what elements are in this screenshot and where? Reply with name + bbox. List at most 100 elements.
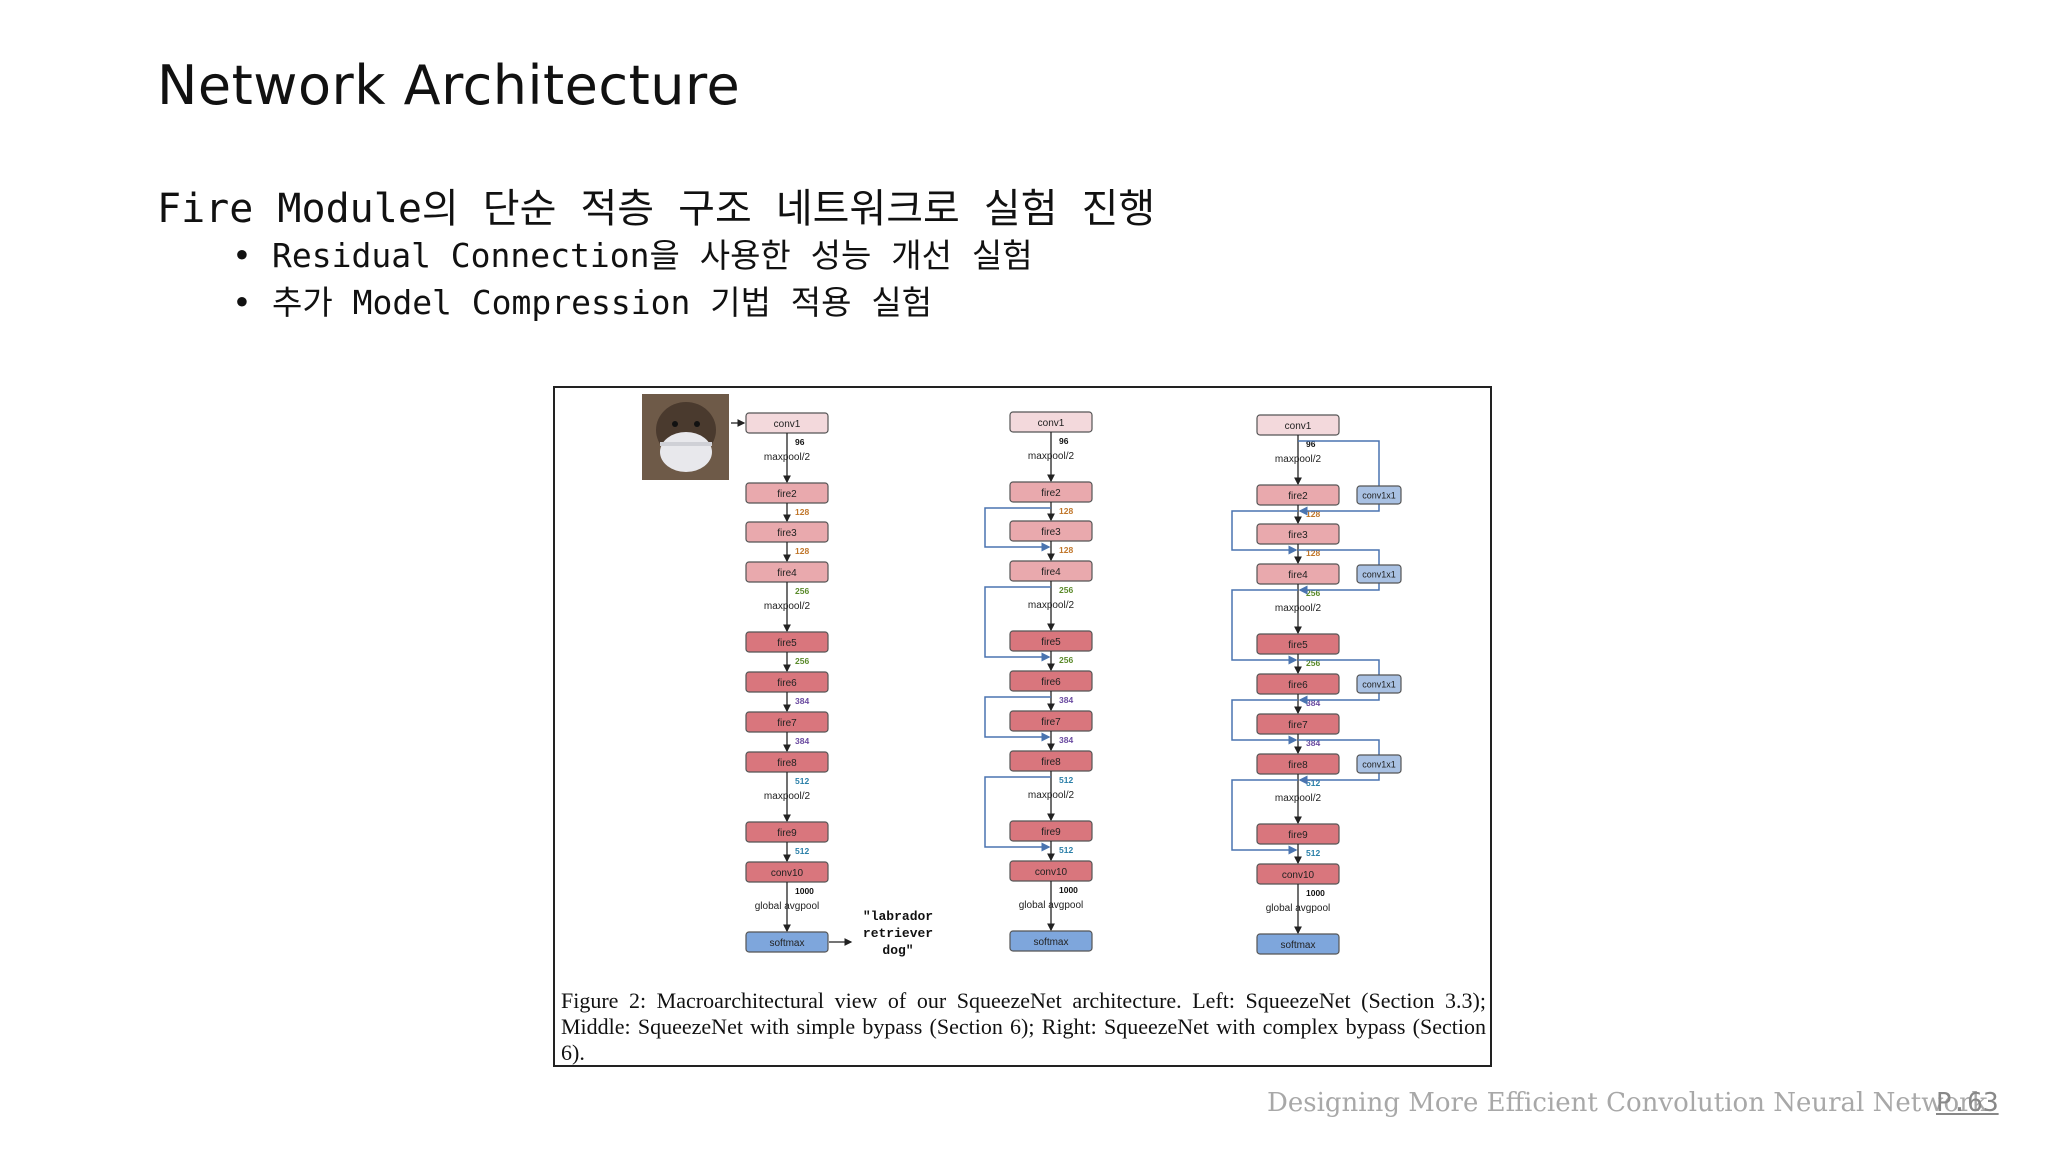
pool-label: global avgpool (1019, 900, 1084, 911)
bypass-line (984, 776, 1051, 852)
slide-title: Network Architecture (157, 54, 741, 117)
page-number: P.63 (1936, 1088, 1999, 1118)
layer-label: fire6 (777, 678, 797, 689)
bypass-line (1231, 510, 1298, 555)
layer-label: fire2 (1288, 491, 1308, 502)
layer-label: fire3 (777, 528, 797, 539)
bypass-line (1298, 739, 1380, 755)
layer-label: fire5 (1041, 637, 1061, 648)
pool-label: maxpool/2 (1275, 793, 1322, 804)
layer-label: fire5 (777, 638, 797, 649)
architecture-diagram: conv1 96 maxpool/2 fire2 128 fire3 128 fire4 256… (731, 411, 1402, 958)
conv1x1-label: conv1x1 (1362, 760, 1396, 770)
layer-label: fire9 (1288, 830, 1308, 841)
channel-count: 384 (1059, 735, 1073, 745)
pool-label: global avgpool (1266, 903, 1331, 914)
figure-caption: Figure 2: Macroarchitectural view of our… (561, 988, 1486, 1065)
bullet-list: •Residual Connection을 사용한 성능 개선 실험 • 추가 M… (232, 232, 1033, 326)
channel-count: 1000 (795, 886, 814, 896)
layer-box (1009, 930, 1093, 952)
layer-label: softmax (1033, 937, 1068, 948)
footer-text: Designing More Efficient Convolution Neu… (1267, 1088, 1988, 1118)
conv1x1-box (1356, 754, 1402, 774)
pool-label: maxpool/2 (1028, 600, 1075, 611)
bullet-text: 추가 Model Compression 기법 적용 실험 (272, 283, 933, 322)
layer-label: fire3 (1288, 530, 1308, 541)
layer-label: fire4 (1288, 570, 1308, 581)
bypass-line (1298, 549, 1380, 565)
channel-count: 384 (1059, 695, 1073, 705)
conv1x1-label: conv1x1 (1362, 491, 1396, 501)
bullet-item: • 추가 Model Compression 기법 적용 실험 (232, 279, 1033, 326)
layer-label: fire8 (1041, 757, 1061, 768)
bypass-line (1298, 659, 1380, 675)
figure-box: conv1 96 maxpool/2 fire2 128 fire3 128 fire4 256… (553, 386, 1492, 1067)
layer-label: fire4 (777, 568, 797, 579)
bypass-line (1231, 699, 1298, 745)
bypass-line (1231, 589, 1298, 665)
bullet-dot: • (232, 236, 252, 275)
pool-label: global avgpool (755, 901, 820, 912)
channel-count: 512 (795, 846, 809, 856)
channel-count: 256 (795, 656, 809, 666)
channel-count: 128 (795, 507, 809, 517)
channel-count: 256 (1306, 588, 1320, 598)
layer-label: softmax (769, 938, 804, 949)
bypass-line (1298, 583, 1380, 595)
bullet-dot: • (232, 283, 252, 322)
pool-label: maxpool/2 (1028, 790, 1075, 801)
layer-label: fire9 (1041, 827, 1061, 838)
conv1x1-box (1356, 485, 1402, 505)
bypass-line (1298, 693, 1380, 705)
conv1x1-label: conv1x1 (1362, 570, 1396, 580)
bypass-line (984, 586, 1051, 662)
pool-label: maxpool/2 (1275, 454, 1322, 465)
layer-label: fire3 (1041, 527, 1061, 538)
channel-count: 384 (1306, 738, 1320, 748)
conv1x1-box (1356, 674, 1402, 694)
prediction-label: dog" (882, 943, 913, 958)
layer-box (1256, 933, 1340, 955)
layer-box (745, 931, 829, 953)
layer-label: fire9 (777, 828, 797, 839)
channel-count: 128 (1306, 548, 1320, 558)
layer-label: conv10 (1282, 870, 1315, 881)
channel-count: 256 (1059, 655, 1073, 665)
layer-label: fire7 (1288, 720, 1308, 731)
pool-label: maxpool/2 (1275, 603, 1322, 614)
channel-count: 512 (1059, 775, 1073, 785)
layer-label: softmax (1280, 940, 1315, 951)
channel-count: 256 (795, 586, 809, 596)
slide-subtitle: Fire Module의 단순 적층 구조 네트워크로 실험 진행 (157, 186, 1156, 232)
bypass-line (984, 507, 1051, 552)
layer-label: fire8 (1288, 760, 1308, 771)
bypass-line (1298, 773, 1380, 785)
layer-label: conv10 (1035, 867, 1068, 878)
channel-count: 384 (795, 736, 809, 746)
layer-label: conv1 (1038, 418, 1065, 429)
bypass-line (1231, 779, 1298, 855)
layer-label: fire8 (777, 758, 797, 769)
channel-count: 128 (795, 546, 809, 556)
pool-label: maxpool/2 (764, 452, 811, 463)
layer-label: fire4 (1041, 567, 1061, 578)
layer-label: fire7 (1041, 717, 1061, 728)
channel-count: 256 (1306, 658, 1320, 668)
conv1x1-box (1356, 564, 1402, 584)
channel-count: 256 (1059, 585, 1073, 595)
layer-label: fire6 (1288, 680, 1308, 691)
channel-count: 96 (1306, 439, 1316, 449)
bullet-item: •Residual Connection을 사용한 성능 개선 실험 (232, 232, 1033, 279)
layer-label: fire2 (777, 489, 797, 500)
channel-count: 128 (1059, 545, 1073, 555)
layer-label: conv10 (771, 868, 804, 879)
layer-label: fire7 (777, 718, 797, 729)
channel-count: 96 (1059, 436, 1069, 446)
channel-count: 128 (1059, 506, 1073, 516)
bypass-line (1298, 440, 1380, 486)
channel-count: 512 (795, 776, 809, 786)
channel-count: 384 (1306, 698, 1320, 708)
pool-label: maxpool/2 (1028, 451, 1075, 462)
prediction-label: retriever (863, 926, 933, 941)
layer-label: fire5 (1288, 640, 1308, 651)
